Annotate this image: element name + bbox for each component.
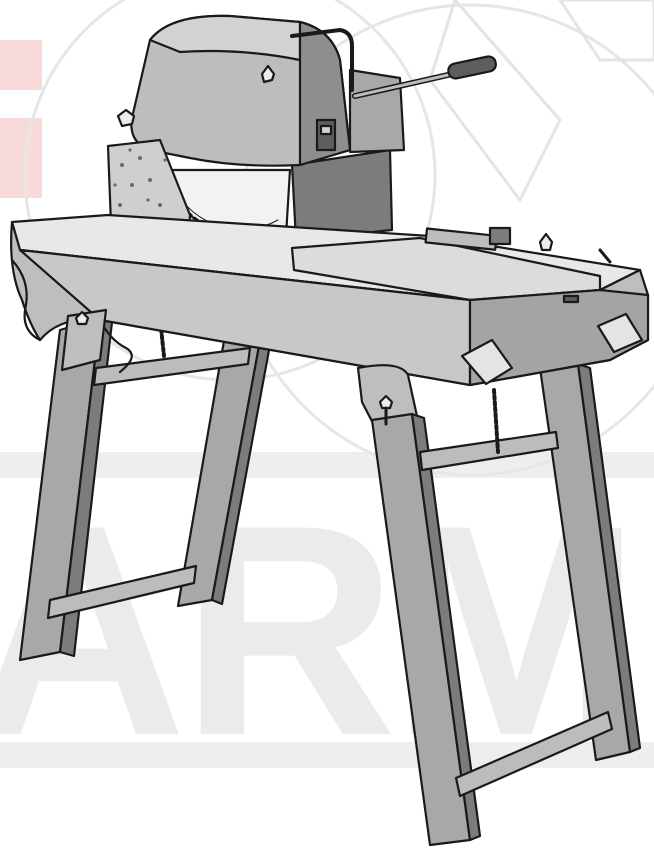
watermark-band-upper (0, 452, 654, 478)
watermark-red-band-bottom (0, 118, 42, 198)
front-right-stand (356, 364, 614, 847)
front-left-stand (60, 308, 108, 372)
cutting-table (10, 213, 650, 387)
rear-left-stand (18, 298, 274, 662)
watermark-text: ARM (0, 480, 641, 780)
saw-motor-head (116, 14, 497, 242)
rear-right-stand (538, 362, 642, 762)
watermark-red-band-top (0, 40, 42, 90)
